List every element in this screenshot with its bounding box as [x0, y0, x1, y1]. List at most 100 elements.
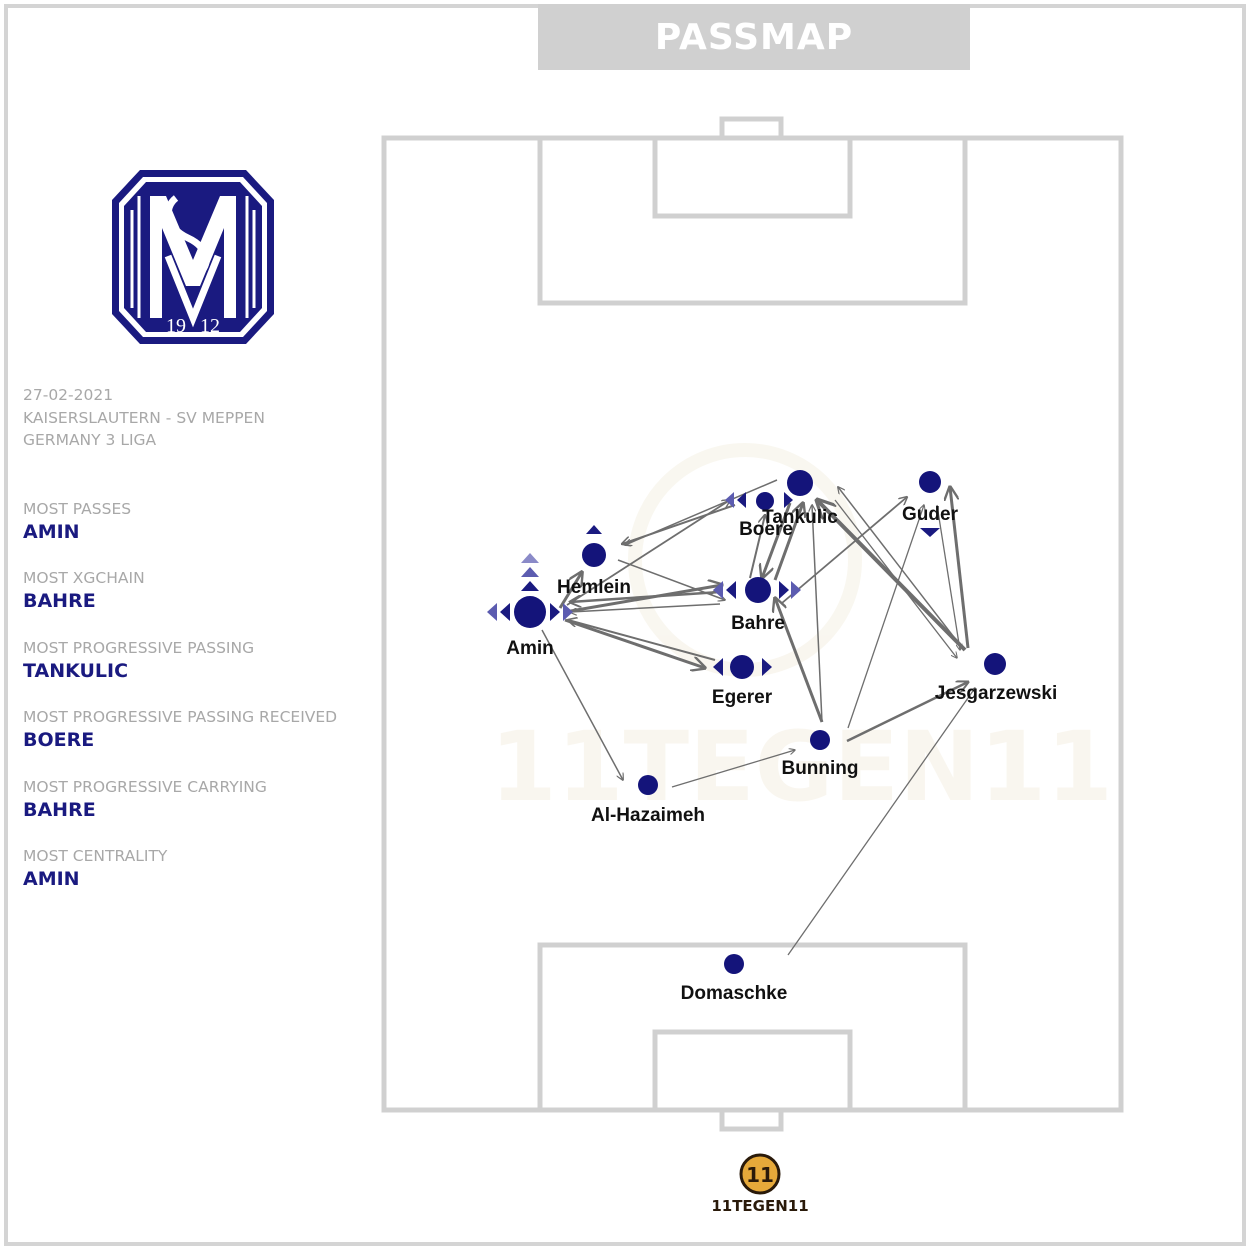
carry-marker-right	[791, 581, 801, 599]
carry-marker-up	[521, 567, 539, 577]
player-node-bahre	[745, 577, 771, 603]
carry-marker-left	[713, 581, 723, 599]
crest-year-left: 19	[166, 315, 186, 337]
stat-label: MOST PASSES	[23, 500, 132, 518]
player-label-hemlein: Hemlein	[557, 577, 631, 598]
stat-label: MOST CENTRALITY	[23, 847, 168, 865]
pass-arrow	[762, 502, 792, 578]
pass-arrow	[749, 515, 765, 579]
stat-value: BOERE	[23, 729, 95, 751]
player-label-amin: Amin	[506, 638, 554, 659]
carry-marker-left	[713, 658, 723, 676]
stat-most-progressive-carrying: MOST PROGRESSIVE CARRYING BAHRE	[23, 778, 267, 821]
match-date: 27-02-2021	[23, 386, 114, 404]
stat-value: TANKULIC	[23, 660, 129, 682]
pass-arrows	[541, 479, 975, 956]
pass-arrow	[671, 750, 795, 788]
carry-marker-up	[521, 581, 539, 591]
carry-marker-up	[521, 553, 539, 563]
stat-label: MOST PROGRESSIVE PASSING RECEIVED	[23, 708, 338, 726]
stat-value: BAHRE	[23, 590, 96, 612]
stat-most-passes: MOST PASSES AMIN	[23, 500, 131, 543]
stat-label: MOST XGCHAIN	[23, 569, 145, 587]
pass-arrow	[570, 590, 721, 602]
stat-value: BAHRE	[23, 799, 96, 821]
pass-arrow	[564, 618, 705, 668]
pass-arrow	[838, 487, 961, 646]
pass-arrow	[846, 682, 968, 743]
player-label-bahre: Bahre	[731, 613, 785, 634]
match-info: 27-02-2021 KAISERSLAUTERN - SV MEPPEN GE…	[23, 384, 265, 452]
player-node-hemlein	[582, 543, 606, 567]
carry-marker-right	[550, 603, 560, 621]
carry-markers	[487, 492, 940, 676]
pitch-lines	[381, 116, 1124, 1132]
stat-most-progressive-passing: MOST PROGRESSIVE PASSING TANKULIC	[23, 639, 254, 682]
carry-marker-left	[500, 603, 510, 621]
pass-arrow	[950, 487, 970, 649]
brand-logo: 11 11TEGEN11	[712, 1153, 809, 1215]
stat-label: MOST PROGRESSIVE PASSING	[23, 639, 255, 657]
stat-value: AMIN	[23, 521, 80, 543]
pass-arrow	[570, 603, 721, 612]
player-node-jesgarzewski	[984, 653, 1006, 675]
watermark: 11TEGEN11	[490, 443, 1113, 823]
player-label-al-hazaimeh: Al-Hazaimeh	[591, 805, 705, 826]
carry-marker-left	[725, 492, 734, 508]
player-label-guder: Guder	[902, 504, 959, 525]
player-node-al-hazaimeh	[638, 775, 658, 795]
pass-arrow	[775, 598, 824, 723]
title-banner: PASSMAP	[538, 4, 970, 70]
stat-value: AMIN	[23, 868, 80, 890]
player-label-egerer: Egerer	[712, 687, 773, 708]
brand-logo-mark: 11	[746, 1163, 774, 1187]
carry-marker-right	[779, 581, 789, 599]
pass-arrow	[834, 499, 957, 658]
player-nodes	[514, 470, 1006, 974]
svg-text:11TEGEN11: 11TEGEN11	[490, 711, 1113, 823]
pass-arrow	[817, 500, 967, 652]
player-node-domaschke	[724, 954, 744, 974]
brand-logo-text: 11TEGEN11	[712, 1197, 809, 1215]
stat-label: MOST PROGRESSIVE CARRYING	[23, 778, 267, 796]
pass-arrow	[625, 479, 778, 545]
player-label-boere: Boere	[739, 519, 793, 540]
player-label-tankulic: Tankulic	[762, 507, 838, 528]
player-node-tankulic	[787, 470, 813, 496]
pass-arrow	[568, 620, 716, 661]
carry-marker-right	[762, 658, 772, 676]
carry-marker-left	[726, 581, 736, 599]
player-label-jesgarzewski: Jesgarzewski	[935, 683, 1058, 704]
player-node-guder	[919, 471, 941, 493]
pass-arrow	[787, 688, 975, 956]
pass-arrow	[541, 629, 623, 780]
carry-marker-down	[920, 528, 940, 537]
player-node-boere	[756, 492, 774, 510]
pass-arrow	[781, 497, 907, 604]
carry-marker-left	[487, 603, 497, 621]
player-node-bunning	[810, 730, 830, 750]
stat-most-progressive-received: MOST PROGRESSIVE PASSING RECEIVED BOERE	[23, 708, 337, 751]
player-node-amin	[514, 596, 546, 628]
pass-arrow	[812, 505, 823, 723]
carry-marker-up	[586, 525, 602, 534]
pass-arrow	[558, 572, 582, 609]
player-label-bunning: Bunning	[781, 758, 858, 779]
carry-marker-right	[563, 603, 573, 621]
stat-most-xgchain: MOST XGCHAIN BAHRE	[23, 569, 145, 612]
pass-arrow	[566, 500, 730, 606]
pass-arrow	[847, 505, 924, 729]
crest-year-right: 12	[200, 315, 220, 337]
player-labels: Amin Hemlein Boere Tankulic Guder Bahre …	[506, 504, 1057, 1004]
pass-arrow	[936, 504, 960, 650]
player-label-domaschke: Domaschke	[681, 983, 788, 1004]
carry-marker-right	[784, 492, 793, 508]
player-node-egerer	[730, 655, 754, 679]
stat-most-centrality: MOST CENTRALITY AMIN	[23, 847, 167, 890]
club-crest-logo: 19 12	[112, 170, 274, 344]
pass-arrow	[773, 503, 803, 581]
match-league: GERMANY 3 LIGA	[23, 431, 157, 449]
match-fixture: KAISERSLAUTERN - SV MEPPEN	[23, 408, 265, 427]
carry-marker-left	[737, 492, 746, 508]
